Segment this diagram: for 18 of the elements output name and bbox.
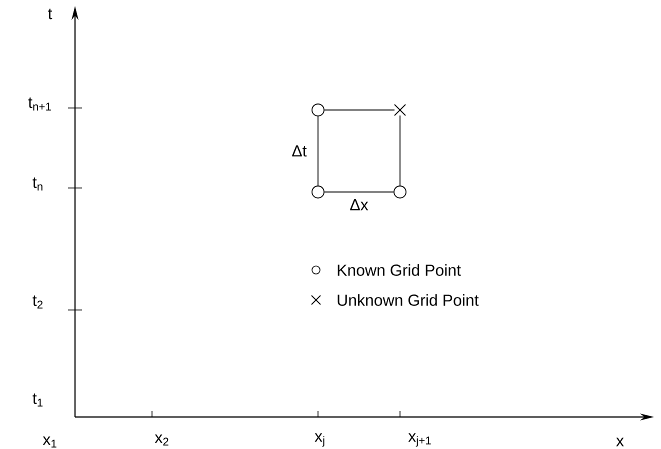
axis-label: t$_{2}$: [32, 296, 43, 308]
grid-point-circle: [312, 104, 324, 116]
axis-label: t: [48, 8, 52, 20]
edge-label: Δx: [350, 199, 368, 210]
grid-point-circle: [394, 186, 406, 198]
axis-label: t$_{1}$: [32, 394, 43, 406]
grid-point-cross: [394, 104, 406, 116]
axis-label: t$_{n+1}$: [28, 98, 51, 110]
edge-label: Δt: [292, 145, 307, 157]
axis-label: x$_{j+1}$: [408, 433, 431, 447]
axis-label: x$_{2}$: [154, 434, 168, 446]
axis-label: x$_{j}$: [314, 433, 324, 447]
axis-label: t$_{n}$: [32, 178, 42, 190]
legend-text: Unknown Grid Point: [338, 294, 479, 306]
axis-label: x$_{1}$: [42, 436, 56, 448]
grid-point-circle: [312, 186, 324, 198]
legend-text: Known Grid Point: [338, 264, 461, 276]
axis-label: x: [616, 438, 624, 446]
